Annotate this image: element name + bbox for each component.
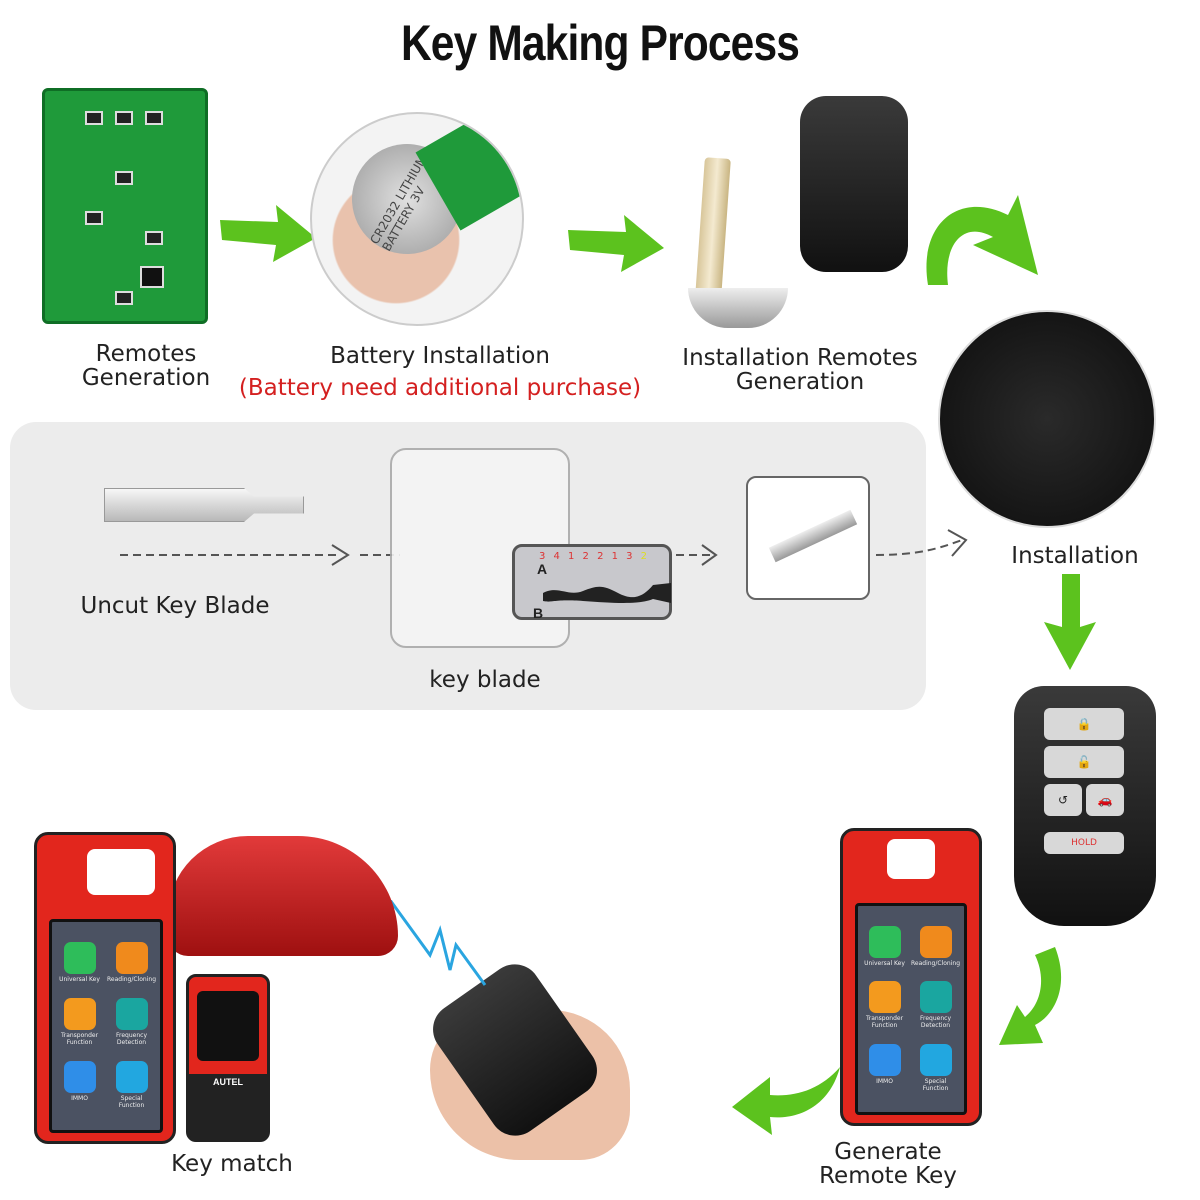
app-special-function[interactable]: Special Function bbox=[911, 1043, 960, 1102]
signal-wave-icon bbox=[390, 900, 487, 986]
installation-image bbox=[938, 310, 1156, 528]
remote-shell bbox=[800, 96, 908, 272]
app-transponder[interactable]: Transponder Function bbox=[862, 981, 907, 1039]
label-battery-note: (Battery need additional purchase) bbox=[238, 375, 642, 401]
app-reading-cloning[interactable]: Reading/Cloning bbox=[911, 926, 960, 977]
red-car-image bbox=[168, 836, 398, 956]
trunk-button: 🚗 bbox=[1086, 784, 1124, 816]
label-key-match: Key match bbox=[171, 1151, 293, 1177]
unlock-button: 🔓 bbox=[1044, 746, 1124, 778]
app-reading-cloning[interactable]: Reading/Cloning bbox=[107, 942, 156, 994]
app-transponder[interactable]: Transponder Function bbox=[56, 998, 103, 1057]
app-universal-key[interactable]: Universal Key bbox=[862, 926, 907, 977]
cut-code: 2 bbox=[640, 551, 647, 562]
label-remotes-generation: Remotes Generation bbox=[81, 341, 211, 391]
curved-arrow-icon bbox=[926, 195, 1038, 285]
label-battery-installation: Battery Installation bbox=[330, 343, 550, 369]
brand-logo: AUTEL bbox=[213, 1077, 243, 1087]
app-frequency[interactable]: Frequency Detection bbox=[107, 998, 156, 1057]
smart-key-remote: 🔒 🔓 ↺ 🚗 HOLD bbox=[1014, 686, 1156, 926]
key-programmer-device: Universal Key Reading/Cloning Transponde… bbox=[840, 828, 982, 1126]
label-b: B bbox=[533, 605, 544, 621]
arrow-right-icon bbox=[220, 205, 316, 262]
cut-code: 1 bbox=[568, 551, 575, 562]
key-profile bbox=[543, 583, 671, 603]
app-frequency[interactable]: Frequency Detection bbox=[911, 981, 960, 1039]
label-installation-remotes: Installation Remotes Generation bbox=[682, 345, 918, 395]
pcb-image bbox=[42, 88, 208, 324]
app-universal-key[interactable]: Universal Key bbox=[56, 942, 103, 994]
curved-arrow-left-icon bbox=[732, 1067, 840, 1135]
remote-start-button: ↺ bbox=[1044, 784, 1082, 816]
page-title: Key Making Process bbox=[400, 15, 800, 71]
cut-code: 4 bbox=[553, 551, 560, 562]
arrow-down-icon bbox=[1044, 574, 1096, 670]
label-key-blade: key blade bbox=[429, 667, 541, 693]
panic-hold-button: HOLD bbox=[1044, 832, 1124, 854]
app-special-function[interactable]: Special Function bbox=[107, 1061, 156, 1120]
label-generate-remote-key: Generate Remote Key bbox=[819, 1139, 957, 1189]
app-immo[interactable]: IMMO bbox=[862, 1043, 907, 1102]
cut-code: 3 bbox=[626, 551, 633, 562]
cut-code: 2 bbox=[597, 551, 604, 562]
key-programmer-device-left: Universal Key Reading/Cloning Transponde… bbox=[34, 832, 176, 1144]
label-installation: Installation bbox=[1011, 543, 1139, 569]
label-a: A bbox=[537, 561, 548, 577]
arrow-right-icon bbox=[568, 215, 664, 272]
cut-key-image bbox=[746, 476, 870, 600]
device-screen: Universal Key Reading/Cloning Transponde… bbox=[855, 903, 967, 1115]
cut-code: 3 bbox=[539, 551, 546, 562]
label-uncut-key-blade: Uncut Key Blade bbox=[80, 593, 270, 619]
curved-arrow-icon bbox=[999, 947, 1062, 1045]
vci-dongle: AUTEL bbox=[186, 974, 270, 1142]
battery-image: CR2032 LITHIUM BATTERY 3V bbox=[310, 112, 524, 326]
lock-button: 🔒 bbox=[1044, 708, 1124, 740]
cut-code: 1 bbox=[611, 551, 618, 562]
device-screen: Universal Key Reading/Cloning Transponde… bbox=[49, 919, 163, 1133]
cut-code: 2 bbox=[582, 551, 589, 562]
app-immo[interactable]: IMMO bbox=[56, 1061, 103, 1120]
